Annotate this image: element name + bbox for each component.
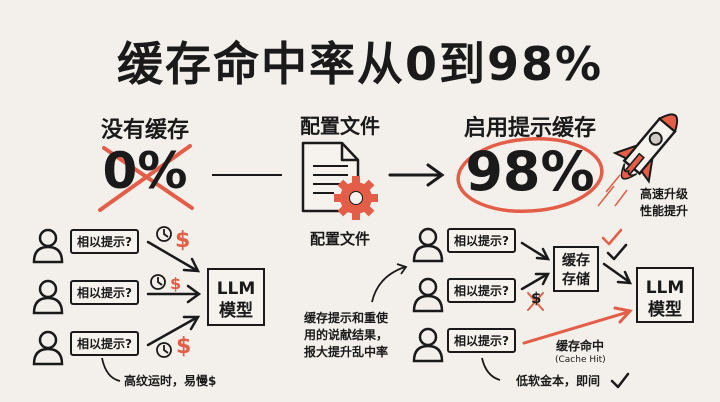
crossed-dollar-text: $: [531, 289, 542, 307]
no-cache-value: 0%: [102, 142, 188, 200]
cache-annotation: 缓存提示和重使 用的说献结果， 报大提升乱中率: [304, 311, 389, 359]
left-users: [32, 228, 64, 366]
left-note: 高纹运时，易慢$: [124, 374, 217, 388]
rocket-caption: 高速升级 性能提升: [640, 187, 689, 218]
right-users: [412, 227, 444, 363]
left-arrows: [146, 240, 202, 347]
rocket-icon: [612, 113, 679, 184]
cache-hit-label: 缓存命中: [556, 339, 605, 353]
prompt-bubble: 相以提示?: [70, 331, 139, 356]
with-cache-label: 启用提示缓存: [463, 116, 596, 141]
cost-dollar-icon: $: [175, 228, 191, 253]
llm-model-box-left: LLM 模型: [207, 268, 265, 326]
with-cache-value: 98%: [465, 140, 595, 203]
note-pointer: [481, 357, 501, 381]
prompt-bubble: 相以提示?: [70, 280, 139, 305]
prompt-bubble: 相以提示?: [70, 229, 139, 254]
cost-dollar-icon: $: [176, 334, 192, 359]
llm-model-box-right: LLM 模型: [636, 267, 694, 323]
annotation-arrow: [371, 263, 408, 303]
right-note: 低软金本，即间: [516, 374, 601, 388]
prompt-bubble: 相以提示?: [447, 278, 516, 303]
document-gear-icon: [301, 141, 378, 220]
page-title: 缓存命中率从0到98%: [116, 37, 604, 91]
config-label: 配置文件: [300, 114, 380, 138]
arrow-right-icon: [388, 163, 445, 187]
no-cache-label: 没有缓存: [100, 118, 189, 143]
cache-hit-arrow: [522, 306, 633, 345]
check-icon: [601, 228, 630, 389]
cost-dollar-icon: $: [170, 274, 182, 293]
config-caption: 配置文件: [309, 230, 370, 248]
cache-hit-label-en: (Cache Hit): [555, 355, 606, 365]
cache-storage-box: 缓存 存储: [553, 246, 599, 292]
prompt-bubble: 相以提示?: [447, 328, 516, 353]
note-pointer: [101, 357, 121, 382]
speed-lines: [597, 174, 628, 207]
prompt-bubble: 相以提示?: [447, 228, 516, 253]
clock-icon: [150, 226, 172, 358]
